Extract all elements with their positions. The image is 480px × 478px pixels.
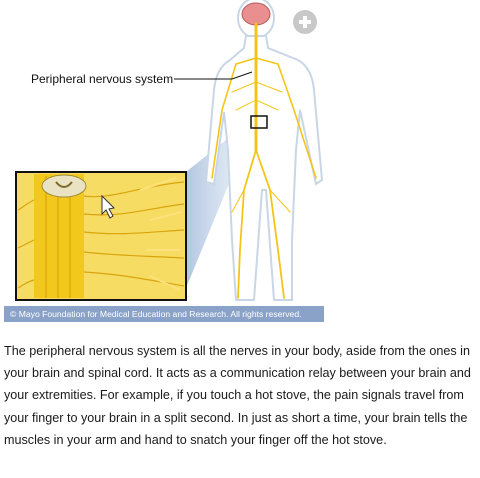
description-paragraph: The peripheral nervous system is all the… bbox=[4, 344, 471, 447]
zoom-plus-vertical bbox=[303, 16, 307, 28]
spine-selection-box bbox=[250, 115, 268, 129]
zoom-plus-icon[interactable] bbox=[293, 10, 317, 34]
nervous-system-illustration bbox=[15, 0, 324, 301]
brain bbox=[241, 2, 271, 26]
nerve-network bbox=[211, 22, 317, 299]
anatomy-figure: Peripheral nervous system © Mayo Foundat… bbox=[4, 0, 324, 322]
cursor-arrow-icon bbox=[101, 194, 116, 219]
spinal-cord-inset bbox=[15, 171, 187, 301]
copyright-caption: © Mayo Foundation for Medical Education … bbox=[4, 306, 324, 322]
label-leader-line bbox=[174, 71, 253, 80]
peripheral-nervous-system-label: Peripheral nervous system bbox=[31, 72, 174, 86]
